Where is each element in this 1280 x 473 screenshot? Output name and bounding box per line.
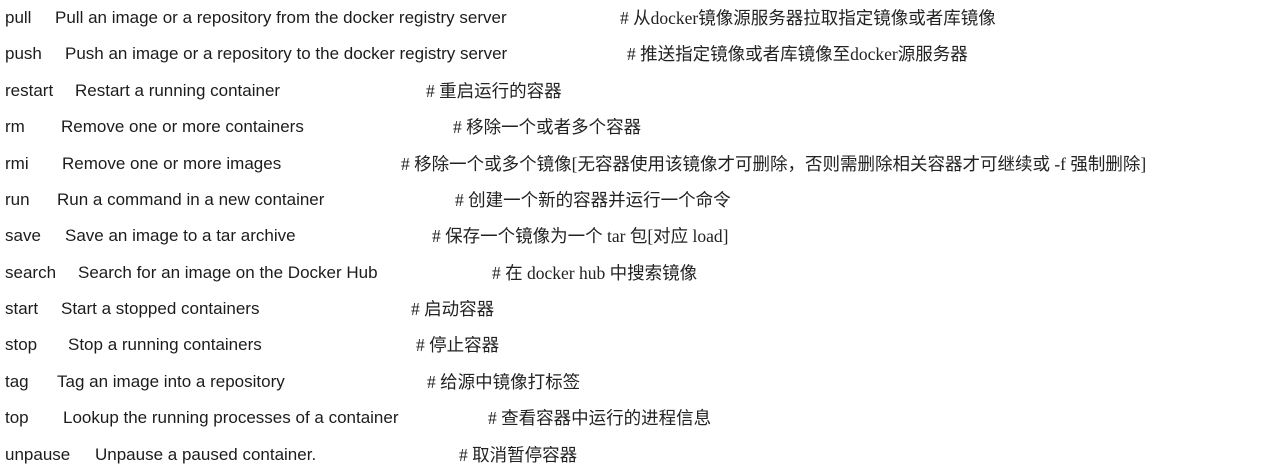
command-comment: # 保存一个镜像为一个 tar 包[对应 load]: [432, 226, 729, 247]
command-description: Remove one or more containers: [61, 117, 304, 137]
command-name: tag: [5, 371, 29, 391]
command-comment: # 重启运行的容器: [426, 80, 562, 101]
command-comment: # 启动容器: [411, 299, 495, 319]
command-row: start Start a stopped containers # 启动容器: [0, 291, 1280, 327]
command-comment: # 从docker镜像源服务器拉取指定镜像或者库镜像: [620, 8, 996, 28]
command-comment: # 创建一个新的容器并运行一个命令: [455, 189, 731, 210]
command-name: stop: [5, 335, 38, 355]
command-row: save Save an image to a tar archive # 保存…: [0, 218, 1280, 254]
command-row: rm Remove one or more containers # 移除一个或…: [0, 109, 1280, 145]
command-description: Remove one or more images: [62, 153, 282, 173]
command-description: Restart a running container: [75, 80, 281, 100]
command-name: restart: [5, 80, 54, 100]
command-description: Start a stopped containers: [61, 299, 260, 318]
command-description: Tag an image into a repository: [57, 371, 285, 391]
command-comment: # 给源中镜像打标签: [427, 371, 581, 392]
command-comment: # 移除一个或多个镜像[无容器使用该镜像才可删除，否则需删除相关容器才可继续或 …: [401, 153, 1147, 174]
command-row: unpause Unpause a paused container. # 取消…: [0, 437, 1280, 473]
command-description: Push an image or a repository to the doc…: [65, 44, 508, 64]
command-description: Unpause a paused container.: [95, 444, 317, 464]
command-name: push: [5, 44, 42, 64]
command-row: rmi Remove one or more images # 移除一个或多个镜…: [0, 146, 1280, 182]
command-comment: # 查看容器中运行的进程信息: [488, 408, 712, 429]
command-row: push Push an image or a repository to th…: [0, 36, 1280, 72]
command-name: rmi: [5, 153, 29, 173]
command-comment: # 停止容器: [416, 335, 500, 356]
command-name: search: [5, 262, 57, 282]
command-comment: # 在 docker hub 中搜索镜像: [492, 262, 698, 283]
command-description: Lookup the running processes of a contai…: [63, 408, 399, 428]
command-row: top Lookup the running processes of a co…: [0, 400, 1280, 436]
command-description: Search for an image on the Docker Hub: [78, 262, 378, 282]
command-row: tag Tag an image into a repository # 给源中…: [0, 364, 1280, 400]
command-comment: # 取消暂停容器: [459, 444, 578, 465]
command-row: pull Pull an image or a repository from …: [0, 0, 1280, 36]
command-row: run Run a command in a new container # 创…: [0, 182, 1280, 218]
command-name: save: [5, 226, 41, 246]
command-description: Run a command in a new container: [57, 189, 325, 209]
command-row: stop Stop a running containers # 停止容器: [0, 327, 1280, 363]
command-description: Stop a running containers: [68, 335, 262, 355]
command-name: run: [5, 189, 30, 209]
command-row: search Search for an image on the Docker…: [0, 255, 1280, 291]
command-name: pull: [5, 8, 32, 27]
command-name: rm: [5, 117, 25, 137]
command-comment: # 推送指定镜像或者库镜像至docker源服务器: [627, 44, 968, 65]
command-name: unpause: [5, 444, 71, 464]
command-name: start: [5, 299, 39, 318]
command-row: restart Restart a running container # 重启…: [0, 73, 1280, 109]
command-description: Pull an image or a repository from the d…: [55, 8, 507, 27]
command-name: top: [5, 408, 29, 428]
command-comment: # 移除一个或者多个容器: [453, 117, 642, 138]
command-description: Save an image to a tar archive: [65, 226, 296, 246]
